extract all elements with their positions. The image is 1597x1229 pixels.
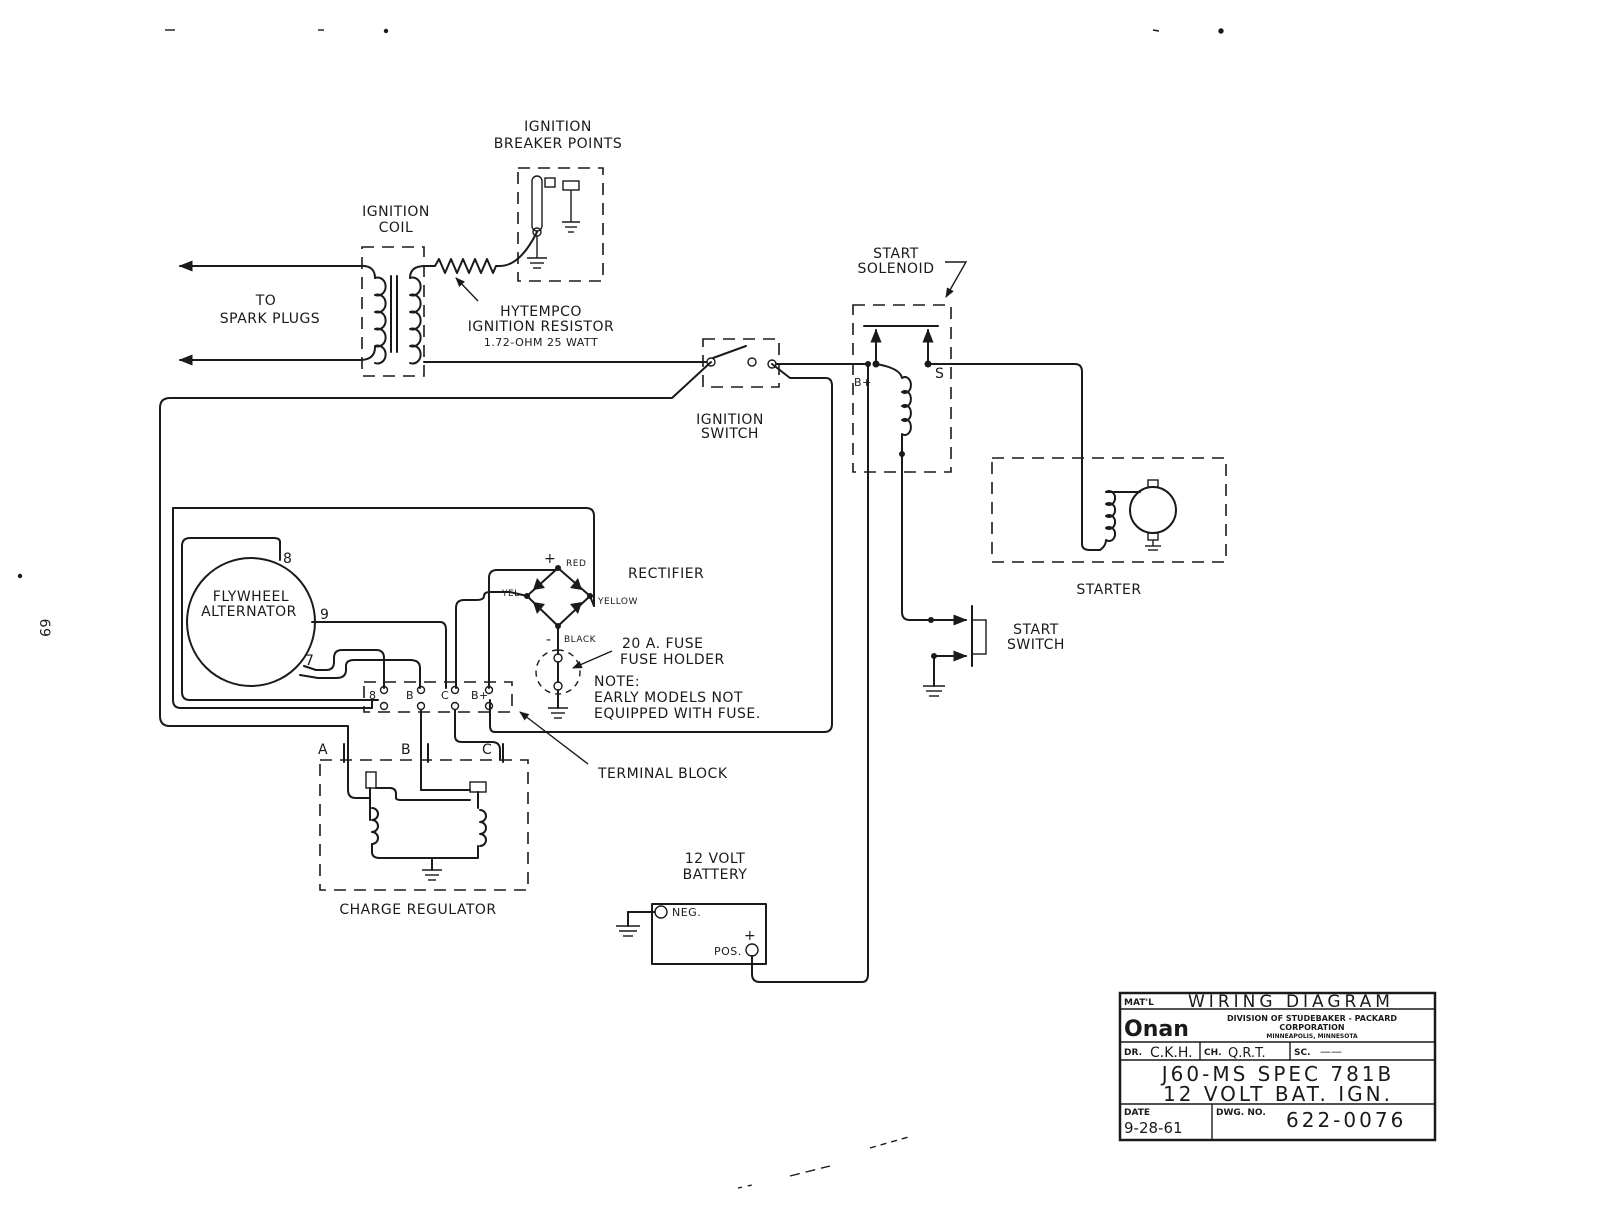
rect-black-label: BLACK (564, 635, 597, 645)
solenoid-to-starter-wire (927, 363, 1101, 551)
solenoid-s-label: S (935, 366, 944, 382)
tb-sc-value: —— (1320, 1045, 1342, 1058)
tb-dr-label: DR. (1124, 1048, 1142, 1058)
coil-label-line2: COIL (379, 220, 414, 236)
tb-sc-label: SC. (1294, 1048, 1311, 1058)
note-line2: EARLY MODELS NOT (594, 690, 743, 706)
start-solenoid: B+ S START SOLENOID (852, 246, 968, 473)
resistor-label-line3: 1.72-OHM 25 WATT (484, 336, 598, 349)
charge-regulator: A B C CHARGE REGULATOR (318, 709, 529, 918)
battery-label-line2: BATTERY (683, 867, 748, 883)
start-switch-label-line2: SWITCH (1007, 637, 1065, 653)
tb-date-value: 9-28-61 (1124, 1119, 1183, 1137)
ignition-coil: IGNITION COIL (361, 204, 430, 377)
fuse-label-line2: FUSE HOLDER (620, 652, 725, 668)
tb-dr-value: C.K.H. (1150, 1045, 1193, 1061)
ignition-switch-label-line2: SWITCH (701, 426, 759, 442)
solenoid-label-line1: START (873, 246, 919, 262)
tb-title: WIRING DIAGRAM (1188, 992, 1394, 1012)
start-switch: START SWITCH (901, 453, 1065, 697)
page-number: 69 (36, 619, 52, 638)
breaker-label-line1: IGNITION (524, 119, 592, 135)
scan-marks (17, 28, 1224, 1189)
terminal-block: 8 B C B+ TERMINAL BLOCK (363, 681, 728, 782)
spark-plug-leads: TO SPARK PLUGS (178, 260, 376, 366)
reg-label-b: B (401, 742, 411, 758)
alt-lead-9-label: 9 (320, 607, 329, 623)
tb-division-line2: CORPORATION (1279, 1023, 1344, 1032)
ign-switch-to-tb-wire (489, 363, 833, 733)
starter-label: STARTER (1076, 582, 1141, 598)
tb-ch-label: CH. (1204, 1048, 1222, 1058)
rectifier-label: RECTIFIER (628, 566, 704, 582)
rect-plus-label: + (544, 551, 556, 567)
ign-switch-to-reg-wire (159, 361, 712, 745)
coil-label-line1: IGNITION (362, 204, 430, 220)
tb-label-c: C (441, 689, 449, 702)
alternator-label-line2: ALTERNATOR (201, 604, 297, 620)
ignition-resistor: HYTEMPCO IGNITION RESISTOR 1.72-OHM 25 W… (409, 231, 614, 349)
title-block: MAT'L WIRING DIAGRAM Onan DIVISION OF ST… (1118, 991, 1437, 1142)
tb-ch-value: Q.R.T. (1228, 1046, 1266, 1061)
tb-division-line3: MINNEAPOLIS, MINNESOTA (1266, 1033, 1358, 1040)
terminal-block-label: TERMINAL BLOCK (597, 766, 728, 782)
tb-dwg-label: DWG. NO. (1216, 1108, 1266, 1118)
tb-date-label: DATE (1124, 1108, 1150, 1118)
fuse-label-line1: 20 A. FUSE (622, 636, 704, 652)
note-line1: NOTE: (594, 674, 640, 690)
alternator-label-line1: FLYWHEEL (213, 589, 289, 605)
battery-label-line1: 12 VOLT (685, 851, 746, 867)
ignition-switch-label-line1: IGNITION (696, 412, 764, 428)
tb-brand-logo: Onan (1124, 1017, 1189, 1042)
starter: STARTER (991, 457, 1227, 598)
rect-yel-label: YEL (501, 589, 520, 599)
ignition-breaker-points: IGNITION BREAKER POINTS (494, 119, 622, 282)
alt-lead-7-label: 7 (305, 653, 314, 669)
tb-label-b-plus: B+ (471, 689, 489, 702)
ignition-switch: IGNITION SWITCH (423, 338, 871, 442)
resistor-label-line2: IGNITION RESISTOR (468, 319, 614, 335)
spark-plugs-label-line1: TO (255, 293, 277, 309)
battery-plus-label: + (744, 928, 756, 944)
reg-label-c: C (482, 742, 492, 758)
tb-matl-label: MAT'L (1124, 998, 1154, 1008)
tb-label-8: 8 (369, 689, 377, 702)
start-switch-label-line1: START (1013, 622, 1059, 638)
solenoid-label-line2: SOLENOID (858, 261, 935, 277)
alternator-wiring (172, 507, 595, 709)
tb-label-b: B (406, 689, 414, 702)
rect-red-label: RED (566, 559, 586, 569)
alt-lead-8-label: 8 (283, 551, 292, 567)
flywheel-alternator: FLYWHEEL ALTERNATOR 8 9 7 (186, 551, 329, 687)
rect-yellow-label: YELLOW (597, 597, 638, 607)
rectifier: + RED YEL YELLOW - BLACK RECTIFIER 20 A.… (501, 551, 761, 722)
rect-minus-label: - (546, 632, 552, 648)
reg-label-a: A (318, 742, 328, 758)
tb-division-line1: DIVISION OF STUDEBAKER - PACKARD (1227, 1014, 1397, 1023)
tb-spec-line2: 12 VOLT BAT. IGN. (1163, 1082, 1393, 1106)
battery: NEG. POS. + 12 VOLT BATTERY (616, 361, 871, 983)
note-line3: EQUIPPED WITH FUSE. (594, 706, 761, 722)
battery-neg-label: NEG. (672, 906, 701, 919)
solenoid-b-plus-label: B+ (854, 376, 872, 389)
tb-dwg-value: 622-0076 (1286, 1108, 1406, 1132)
resistor-label-line1: HYTEMPCO (500, 304, 582, 320)
breaker-label-line2: BREAKER POINTS (494, 136, 622, 152)
tb-spec-line1: J60-MS SPEC 781B (1160, 1062, 1394, 1086)
spark-plugs-label-line2: SPARK PLUGS (220, 311, 320, 327)
charge-regulator-label: CHARGE REGULATOR (339, 902, 496, 918)
battery-pos-label: POS. (714, 945, 742, 958)
